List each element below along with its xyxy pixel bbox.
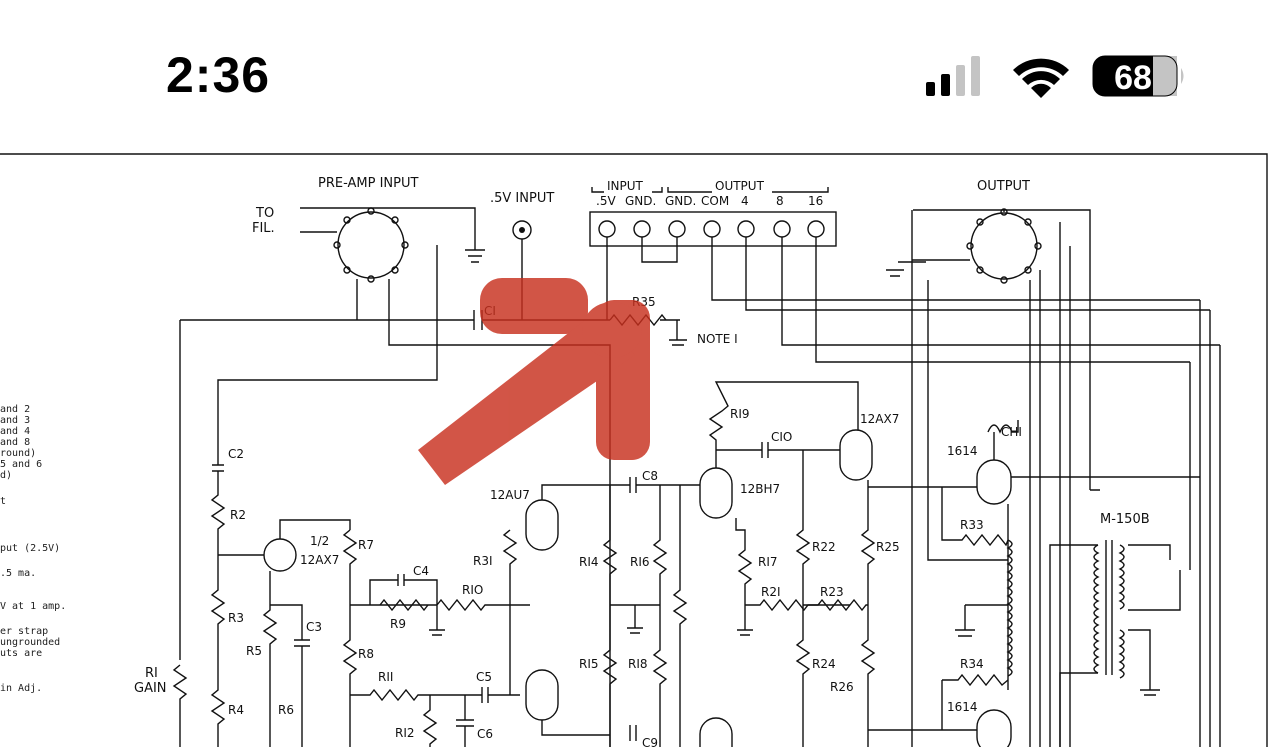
r9-label: R9 [390, 617, 406, 631]
red-arrow-annotation [418, 278, 650, 485]
r6-label: R6 [278, 703, 294, 717]
r10-label: RIO [462, 583, 483, 597]
r23-label: R23 [820, 585, 844, 599]
c3-label: C3 [306, 620, 322, 634]
r5-label: R5 [246, 644, 262, 658]
transformer-label: M-150B [1100, 512, 1150, 527]
note-line-10: .5 ma. [0, 568, 36, 579]
note-line-2: and 3 [0, 415, 30, 426]
r14-label: RI4 [579, 555, 599, 569]
note-line-6: 5 and 6 [0, 459, 42, 470]
wifi-icon [1013, 58, 1069, 98]
r3-label: R3 [228, 611, 244, 625]
note-line-3: and 4 [0, 426, 30, 437]
terminal-com: COM [701, 194, 729, 208]
note-line-13: ungrounded [0, 637, 60, 648]
r33-label: R33 [960, 518, 984, 532]
r24-label: R24 [812, 657, 836, 671]
output-socket-label: OUTPUT [977, 179, 1030, 194]
r11-label: RII [378, 670, 393, 684]
terminal-strip [589, 211, 837, 247]
tube-12ax7-label: 12AX7 [860, 412, 899, 426]
schematic-diagram: PRE-AMP INPUT TO FIL. .5V INPUT .5V GND.… [0, 153, 1268, 747]
pre-amp-input-label: PRE-AMP INPUT [318, 176, 418, 191]
r12-label: RI2 [395, 726, 415, 740]
tube-1614-bottom [976, 709, 1012, 747]
note-line-5: round) [0, 448, 36, 459]
note-line-15: in Adj. [0, 683, 42, 694]
half-tube-type: 12AX7 [300, 553, 339, 567]
note-label: NOTE I [697, 332, 738, 346]
r15-label: RI5 [579, 657, 599, 671]
gain-label-1: RI [145, 666, 158, 681]
tube-12au7-bottom [525, 669, 559, 721]
tube-1614-top [976, 459, 1012, 505]
terminal-8: 8 [776, 194, 784, 208]
tube-12bh7-bottom [699, 717, 733, 747]
tube-12au7-label: 12AU7 [490, 488, 530, 502]
terminal-gnd-1: GND. [625, 194, 656, 208]
r34-label: R34 [960, 657, 984, 671]
r4-label: R4 [228, 703, 244, 717]
note-line-8: t [0, 496, 6, 507]
r2-label: R2 [230, 508, 246, 522]
status-time: 2:36 [166, 47, 271, 103]
r16-label: RI6 [630, 555, 650, 569]
input-group-label: INPUT [607, 179, 644, 193]
tube-1614-top-label: 1614 [947, 444, 978, 458]
terminal-4: 4 [741, 194, 749, 208]
output-socket [966, 208, 1042, 284]
status-icons: 68 [926, 55, 1184, 98]
tube-12bh7-label: 12BH7 [740, 482, 780, 496]
choke-label: CHI [1001, 425, 1022, 439]
r19-label: RI9 [730, 407, 750, 421]
r7-label: R7 [358, 538, 374, 552]
r21-label: R2I [761, 585, 781, 599]
note-line-9: put (2.5V) [0, 543, 60, 554]
r25-label: R25 [876, 540, 900, 554]
c8-label: C8 [642, 469, 658, 483]
5v-input-label: .5V INPUT [490, 191, 554, 206]
tube-12ax7-right [839, 429, 873, 481]
c6-label: C6 [477, 727, 493, 741]
note-line-14: uts are [0, 648, 42, 659]
to-fil-label-1: TO [255, 206, 274, 221]
note-line-1: and 2 [0, 404, 30, 415]
half-tube-fraction: 1/2 [310, 534, 329, 548]
cellular-signal-icon [926, 56, 980, 96]
battery-level: 68 [1114, 59, 1152, 97]
c9-label: C9 [642, 736, 658, 747]
to-fil-label-2: FIL. [252, 221, 275, 236]
tube-12ax7-half [263, 538, 297, 572]
battery-icon: 68 [1092, 55, 1184, 97]
schematic-drawing: PRE-AMP INPUT TO FIL. .5V INPUT .5V GND.… [0, 153, 1268, 747]
c10-label: CIO [771, 430, 792, 444]
r26-label: R26 [830, 680, 854, 694]
note-line-4: and 8 [0, 437, 30, 448]
status-bar: 2:36 68 [0, 0, 1284, 150]
r22-label: R22 [812, 540, 836, 554]
gain-label-2: GAIN [134, 681, 167, 696]
note-line-7: d) [0, 470, 12, 481]
note-line-11: V at 1 amp. [0, 601, 66, 612]
terminal-16: 16 [808, 194, 823, 208]
note-line-12: er strap [0, 626, 48, 637]
r18-label: RI8 [628, 657, 648, 671]
c4-label: C4 [413, 564, 429, 578]
output-group-label: OUTPUT [715, 179, 765, 193]
r8-label: R8 [358, 647, 374, 661]
c2-label: C2 [228, 447, 244, 461]
terminal-gnd-2: GND. [665, 194, 696, 208]
c5-label: C5 [476, 670, 492, 684]
terminal-5v: .5V [596, 194, 616, 208]
tube-12au7-top [525, 499, 559, 551]
tube-1614-bottom-label: 1614 [947, 700, 978, 714]
r17-label: RI7 [758, 555, 778, 569]
tube-12bh7-top [699, 467, 733, 519]
pre-amp-socket [333, 207, 409, 283]
r31-label: R3I [473, 554, 493, 568]
